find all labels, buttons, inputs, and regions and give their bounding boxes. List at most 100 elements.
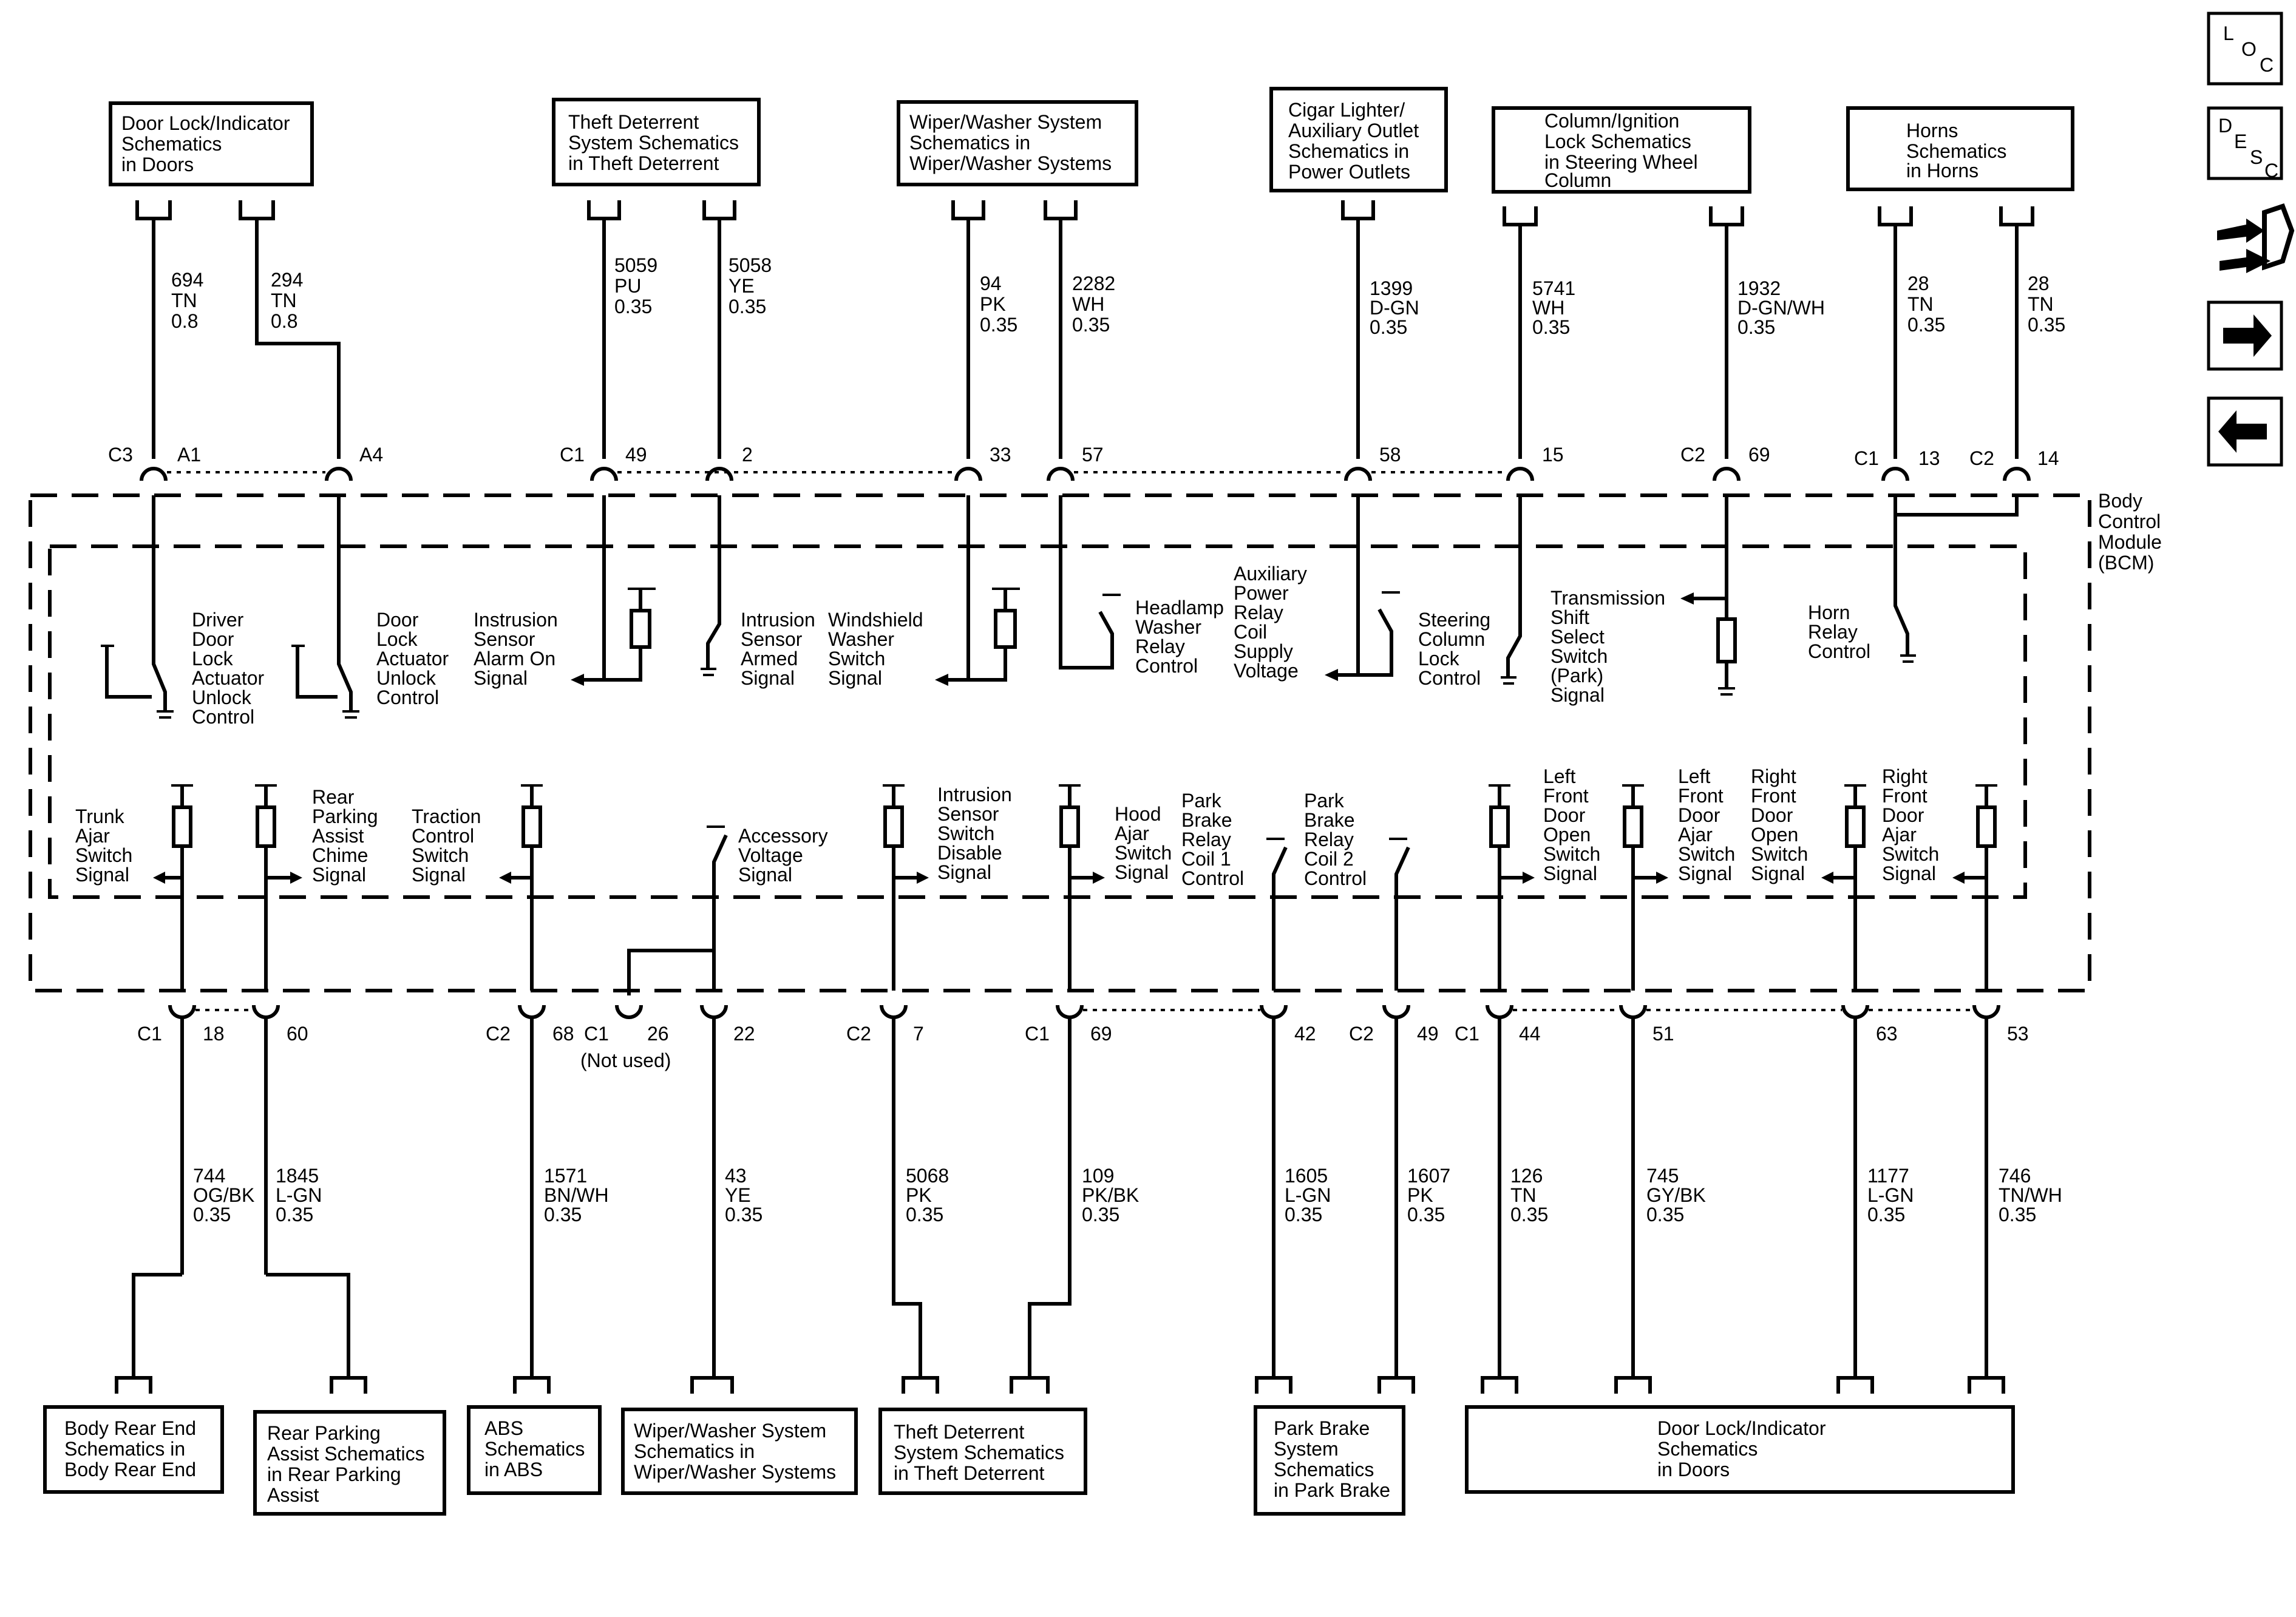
svg-text:L-GN: L-GN xyxy=(1867,1184,1914,1206)
svg-text:Ajar: Ajar xyxy=(75,825,110,847)
bottom-box-park-brake[interactable]: Park Brake System Schematics in Park Bra… xyxy=(1254,1405,1405,1516)
svg-text:TN/WH: TN/WH xyxy=(1999,1184,2062,1206)
svg-text:42: 42 xyxy=(1294,1023,1316,1045)
top-box-column-ignition[interactable]: Column/Ignition Lock Schematics in Steer… xyxy=(1492,106,1751,194)
svg-text:0.35: 0.35 xyxy=(725,1204,763,1225)
svg-text:94: 94 xyxy=(980,273,1002,294)
svg-text:Front: Front xyxy=(1543,785,1589,807)
svg-text:Theft Deterrent: Theft Deterrent xyxy=(894,1421,1024,1443)
svg-text:D-GN: D-GN xyxy=(1370,297,1419,319)
svg-text:5741: 5741 xyxy=(1532,277,1575,299)
loc-button[interactable]: L O C xyxy=(2207,12,2283,86)
svg-text:5058: 5058 xyxy=(729,254,772,276)
svg-text:294: 294 xyxy=(271,269,303,291)
svg-text:0.35: 0.35 xyxy=(614,296,652,317)
svg-text:Body: Body xyxy=(2098,490,2142,512)
svg-text:Voltage: Voltage xyxy=(1234,660,1299,682)
svg-text:0.35: 0.35 xyxy=(1867,1204,1905,1225)
svg-text:Signal: Signal xyxy=(1751,863,1805,884)
next-page-button[interactable] xyxy=(2207,300,2283,371)
svg-text:126: 126 xyxy=(1510,1165,1543,1187)
svg-text:Control: Control xyxy=(1418,667,1481,689)
bcm-label: Body Control Module (BCM) xyxy=(2098,490,2162,574)
svg-text:69: 69 xyxy=(1748,444,1770,466)
svg-text:Sensor: Sensor xyxy=(741,628,803,650)
svg-text:Switch: Switch xyxy=(937,822,994,844)
svg-text:Brake: Brake xyxy=(1181,809,1232,831)
svg-text:Signal: Signal xyxy=(937,861,991,883)
svg-text:C2: C2 xyxy=(486,1023,511,1045)
svg-text:C1: C1 xyxy=(137,1023,162,1045)
top-box-horns[interactable]: Horns Schematics in Horns xyxy=(1846,106,2074,191)
svg-text:Open: Open xyxy=(1751,824,1798,846)
svg-text:WH: WH xyxy=(1532,297,1564,319)
svg-text:Door: Door xyxy=(1882,804,1924,826)
svg-text:Accessory: Accessory xyxy=(738,825,828,847)
svg-text:22: 22 xyxy=(733,1023,755,1045)
bottom-box-wiper-washer[interactable]: Wiper/Washer System Schematics in Wiper/… xyxy=(621,1408,858,1495)
desc-button[interactable]: D E S C xyxy=(2207,106,2283,181)
svg-text:Relay: Relay xyxy=(1808,621,1858,643)
top-box-cigar-lighter[interactable]: Cigar Lighter/ Auxiliary Outlet Schemati… xyxy=(1269,87,1448,192)
svg-text:Control: Control xyxy=(2098,510,2161,532)
svg-text:746: 746 xyxy=(1999,1165,2031,1187)
svg-text:1399: 1399 xyxy=(1370,277,1413,299)
bottom-box-abs[interactable]: ABS Schematics in ABS xyxy=(467,1405,602,1495)
bottom-box-body-rear-end[interactable]: Body Rear End Schematics in Body Rear En… xyxy=(43,1405,224,1494)
svg-text:Door: Door xyxy=(1751,804,1793,826)
svg-text:2282: 2282 xyxy=(1072,273,1115,294)
bottom-box-rear-parking-assist[interactable]: Rear Parking Assist Schematics in Rear P… xyxy=(253,1410,446,1516)
svg-text:Door: Door xyxy=(192,628,234,650)
svg-text:Alarm On: Alarm On xyxy=(474,648,555,670)
svg-text:Signal: Signal xyxy=(412,864,466,886)
svg-text:Lock Schematics: Lock Schematics xyxy=(1544,131,1691,152)
svg-text:Switch: Switch xyxy=(1543,843,1600,865)
connector-tool-icon[interactable] xyxy=(2217,203,2295,273)
top-box-theft-deterrent[interactable]: Theft Deterrent System Schematics in The… xyxy=(552,98,761,186)
svg-text:1605: 1605 xyxy=(1285,1165,1328,1187)
svg-text:in Doors: in Doors xyxy=(121,154,194,175)
svg-text:0.35: 0.35 xyxy=(1646,1204,1684,1225)
svg-text:Schematics in: Schematics in xyxy=(909,132,1030,154)
svg-text:Intrusion: Intrusion xyxy=(937,784,1012,805)
svg-text:Schematics in: Schematics in xyxy=(634,1440,755,1462)
svg-text:in ABS: in ABS xyxy=(484,1459,543,1480)
bottom-box-theft-deterrent[interactable]: Theft Deterrent System Schematics in The… xyxy=(878,1408,1087,1495)
svg-text:18: 18 xyxy=(203,1023,225,1045)
svg-text:0.35: 0.35 xyxy=(1737,316,1775,338)
svg-text:Assist Schematics: Assist Schematics xyxy=(267,1443,425,1465)
svg-text:Module: Module xyxy=(2098,531,2162,553)
svg-text:Park Brake: Park Brake xyxy=(1274,1417,1370,1439)
svg-text:0.35: 0.35 xyxy=(1072,314,1110,336)
svg-text:System: System xyxy=(1274,1438,1339,1460)
svg-text:C1: C1 xyxy=(1854,447,1879,469)
top-box-wiper-washer[interactable]: Wiper/Washer System Schematics in Wiper/… xyxy=(897,100,1138,186)
bottom-box-door-lock[interactable]: Door Lock/Indicator Schematics in Doors xyxy=(1465,1405,2015,1494)
previous-page-button[interactable] xyxy=(2207,396,2283,467)
svg-text:Right: Right xyxy=(1751,765,1796,787)
svg-text:Door: Door xyxy=(1543,804,1586,826)
svg-text:Intrusion: Intrusion xyxy=(741,609,815,631)
svg-text:Front: Front xyxy=(1678,785,1724,807)
top-box-door-lock[interactable]: Door Lock/Indicator Schematics in Doors xyxy=(109,101,314,186)
svg-text:68: 68 xyxy=(552,1023,574,1045)
svg-text:Horn: Horn xyxy=(1808,602,1850,623)
svg-text:Signal: Signal xyxy=(1678,863,1732,884)
svg-text:OG/BK: OG/BK xyxy=(193,1184,254,1206)
svg-text:Power: Power xyxy=(1234,582,1289,604)
svg-text:Front: Front xyxy=(1751,785,1796,807)
svg-text:Switch: Switch xyxy=(828,648,885,670)
